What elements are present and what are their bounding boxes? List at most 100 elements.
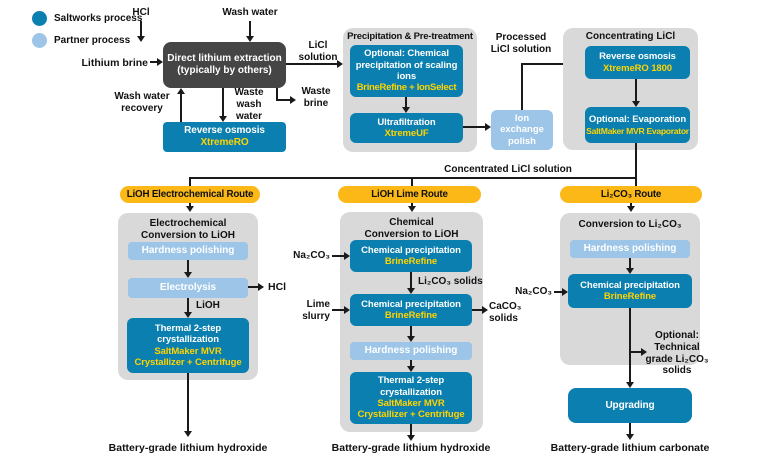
lithium-brine-arrowhead-icon [157,58,163,66]
electro-title-line1: Electrochemical [149,218,227,229]
lime-output-label: Battery-grade lithium hydroxide [331,442,491,454]
waste-brine-vline [276,88,278,101]
legend-saltworks-label: Saltworks process [54,13,143,24]
conc-arrowhead-icon [632,101,640,107]
pretreat-box1-title: Optional: Chemical precipitation of scal… [355,48,458,82]
caco3-line [472,309,482,311]
conc-arrow-line [635,79,637,101]
lime-precip2-title: Chemical precipitation [361,298,461,310]
carbonate-down-line [629,308,631,382]
carbonate-precip-title: Chemical precipitation [580,279,680,291]
saltworks-process-dot-icon [32,11,47,26]
legend-partner-label: Partner process [54,35,131,46]
caco3-solids-label: CaCO₃ solids [489,301,522,324]
na2co3-lime-arrowhead-icon [344,252,350,260]
waste-wash-water-arrowhead-icon [219,116,227,122]
lime-output-line [410,424,412,435]
electro-thermal-title: Thermal 2-step crystallization [154,322,222,346]
electro-thermal-product2: Crystallizer + Centrifuge [134,356,242,368]
carbonate-output-arrowhead-icon [626,434,634,440]
dle-line2: (typically by others) [177,65,272,76]
wash-water-arrowhead-icon [246,36,254,42]
banner3-arrowhead-icon [627,206,635,212]
ro-title: Reverse osmosis [184,125,265,136]
carbonate-down-arrowhead-icon [626,382,634,388]
lime-precip2-product: BrineRefine [384,310,438,321]
optional-solids-line [629,351,641,353]
pretreat-arrow-line [405,97,407,107]
carbonate-panel-title: Conversion to Li₂CO₃ [578,219,682,230]
lime-title-line1: Chemical [389,217,434,228]
waste-wash-water-label: Waste wash water [234,87,264,122]
lime-arrow1-line [410,272,412,288]
conc-ro-product: XtremeRO 1800 [603,62,672,74]
wash-water-recovery-label: Wash water recovery [114,91,170,114]
trunk-branch-mid [411,177,413,187]
lime-precip1-product: BrineRefine [384,256,438,267]
lithium-brine-arrow-line [150,61,158,63]
hcl-out-label: HCl [268,281,287,293]
pretreatment-panel-title: Precipitation & Pre-treatment [347,31,473,42]
lime-slurry-arrowhead-icon [344,306,350,314]
electro-arrow1-head-icon [184,272,192,278]
lime-arrow2-head-icon [407,336,415,342]
carbonate-arrow1-head-icon [626,268,634,274]
banner2-stub-line [411,203,413,207]
lime-arrow3-line [410,360,412,366]
direct-lithium-extraction-box: Direct lithium extraction (typically by … [163,42,286,88]
carbonate-precip-box: Chemical precipitation BrineRefine [568,274,692,308]
caco3-arrowhead-icon [482,306,488,314]
pretreat-arrowhead-icon [402,107,410,113]
lime-thermal-title: Thermal 2-step crystallization [377,375,445,398]
electrolysis-box: Electrolysis [128,278,248,298]
electro-arrow1-line [187,260,189,272]
licl-solution-arrowhead-icon [337,60,343,68]
trunk-branch-left [189,177,191,187]
hcl-input-label: HCl [132,7,150,18]
waste-brine-arrowhead-icon [290,96,296,104]
waste-brine-label: Waste brine [301,86,331,109]
trunk-line [189,177,637,179]
lime-thermal-crystallization-box: Thermal 2-step crystallization SaltMaker… [350,372,472,424]
pretreat-box1-product: BrineRefine + IonSelect [356,82,457,94]
banner1-stub-line [189,203,191,207]
licl-solution-label: LiCl solution [298,40,338,63]
processed-licl-label: Processed LiCl solution [490,32,552,55]
carbonate-output-line [629,423,631,434]
electrochemical-panel-title: Electrochemical Conversion to LiOH [128,218,248,242]
carbonate-output-label: Battery-grade lithium carbonate [550,442,710,454]
na2co3-lime-label: Na₂CO₃ [293,250,330,261]
optional-solids-label: Optional: Technical grade Li₂CO₃ solids [645,330,709,377]
lime-output-arrowhead-icon [407,435,415,441]
lime-panel-title: Chemical Conversion to LiOH [350,217,473,241]
electro-thermal-crystallization-box: Thermal 2-step crystallization SaltMaker… [127,318,249,373]
evap-title: Optional: Evaporation [588,114,687,126]
electro-hardness-polishing-box: Hardness polishing [128,242,248,260]
na2co3-lime-line [332,255,344,257]
optional-solids-arrowhead-icon [641,348,647,356]
lime-slurry-label: Lime slurry [302,299,330,322]
uf-to-ix-arrowhead-icon [485,123,491,131]
reverse-osmosis-xtremero-box: Reverse osmosis XtremeRO [163,122,286,152]
pretreat-box2-product: XtremeUF [384,128,429,139]
wash-water-input-label: Wash water [222,7,278,18]
hcl-out-arrowhead-icon [258,283,264,291]
lime-hardness-polishing-box: Hardness polishing [350,342,472,360]
lime-precip1-box: Chemical precipitation BrineRefine [350,240,472,272]
carbonate-hardness-polishing-box: Hardness polishing [570,240,690,258]
ro-product: XtremeRO [200,137,249,148]
banner3-stub-line [630,203,632,207]
waste-brine-hline [276,99,290,101]
electro-output-line [187,373,189,431]
conc-ro-title: Reverse osmosis [599,51,676,63]
electro-thermal-product1: SaltMaker MVR [154,345,222,357]
licl-solution-arrow-line [286,63,337,65]
lime-thermal-product2: Crystallizer + Centrifuge [357,409,465,421]
wash-water-recovery-arrowhead-icon [177,88,185,94]
electro-title-line2: Conversion to LiOH [141,229,235,241]
lime-title-line2: Conversion to LiOH [364,228,459,240]
hcl-out-line [248,286,258,288]
banner1-arrowhead-icon [186,206,194,212]
ion-exchange-polish-box: Ion exchange polish [491,110,553,150]
